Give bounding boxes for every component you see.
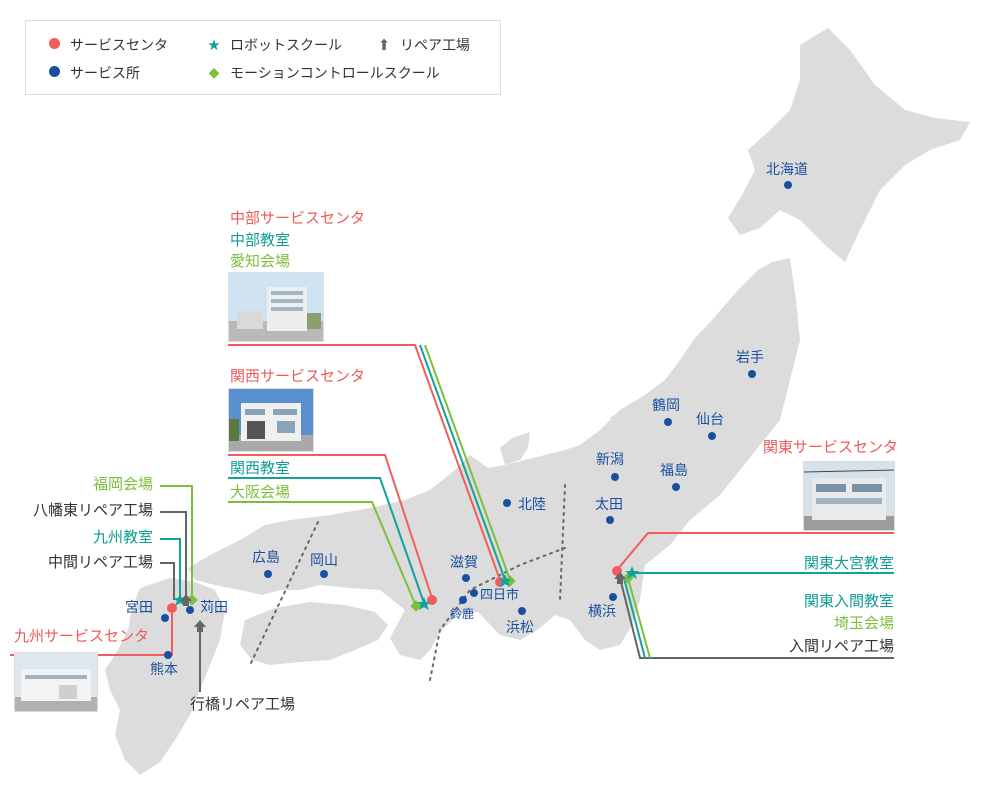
diamond-icon: ◆: [208, 65, 220, 81]
city-hamamatsu: 浜松: [506, 620, 534, 636]
city-iwate: 岩手: [736, 350, 764, 366]
callout-chubu-service-center: 中部サービスセンタ: [230, 209, 366, 227]
kansai-service-center-photo: [228, 388, 314, 452]
callout-kanto-service-center: 関東サービスセンタ: [762, 438, 898, 456]
legend-motion-control: ◆ モーションコントロールスクール: [204, 63, 440, 83]
kanto-service-center-photo: [803, 461, 895, 531]
chubu-service-center-photo: [228, 272, 324, 342]
callout-iruma-repair: 入間リペア工場: [788, 637, 894, 655]
legend-service-center: サービスセンタ: [44, 35, 168, 55]
city-sendai: 仙台: [696, 412, 724, 428]
callout-kyushu-class: 九州教室: [92, 528, 153, 546]
city-miyata: 宮田: [125, 600, 153, 616]
city-shiga: 滋賀: [450, 555, 478, 571]
callout-kansai-service-center: 関西サービスセンタ: [230, 367, 366, 385]
callout-yahata-repair: 八幡東リペア工場: [32, 501, 153, 519]
callout-kanto-iruma-class: 関東入間教室: [803, 592, 894, 610]
legend-motion-control-label: モーションコントロールスクール: [230, 66, 440, 82]
city-kumamoto: 熊本: [150, 662, 178, 678]
city-hiroshima: 広島: [252, 550, 280, 566]
callout-aichi-venue: 愛知会場: [230, 252, 291, 270]
legend-service-office: サービス所: [44, 63, 140, 83]
callout-fukuoka-venue: 福岡会場: [92, 475, 153, 493]
legend-repair-factory-label: リペア工場: [400, 38, 470, 54]
blue-dot-icon: [48, 66, 60, 77]
hokkaido-landmass: [728, 28, 970, 262]
city-fukushima: 福島: [660, 463, 688, 479]
kyushu-landmass: [105, 578, 225, 775]
legend-repair-factory: ⬆ リペア工場: [374, 35, 470, 55]
kyushu-service-center-photo: [14, 652, 98, 712]
legend-service-office-label: サービス所: [70, 66, 140, 82]
city-hokuriku: 北陸: [518, 497, 546, 513]
callout-yukuhashi-repair: 行橋リペア工場: [190, 695, 296, 713]
city-kanda: 苅田: [200, 600, 228, 616]
city-yokkaichi: 四日市: [480, 588, 520, 603]
city-suzuka: 鈴鹿: [450, 607, 475, 621]
callout-osaka-venue: 大阪会場: [230, 483, 291, 501]
city-niigata: 新潟: [596, 452, 624, 468]
callout-kansai-class: 関西教室: [230, 459, 291, 477]
callout-nakama-repair: 中間リペア工場: [47, 553, 153, 571]
honshu-landmass: [188, 258, 800, 660]
city-tsuruoka: 鶴岡: [652, 398, 680, 414]
shikoku-landmass: [240, 602, 388, 665]
red-dot-icon: [48, 38, 60, 49]
city-hokkaido: 北海道: [766, 162, 808, 178]
callout-kanto-omiya-class: 関東大宮教室: [803, 554, 894, 572]
legend-service-center-label: サービスセンタ: [70, 38, 168, 54]
city-yokohama: 横浜: [588, 604, 616, 620]
callout-saitama-venue: 埼玉会場: [833, 614, 894, 632]
callout-chubu-class: 中部教室: [230, 231, 291, 249]
city-ota: 太田: [595, 497, 623, 513]
callout-kyushu-service-center: 九州サービスセンタ: [14, 627, 150, 645]
legend-robot-school: ★ ロボットスクール: [204, 35, 342, 55]
legend-robot-school-label: ロボットスクール: [230, 38, 342, 54]
city-okayama: 岡山: [310, 553, 338, 569]
map-legend: サービスセンタ ★ ロボットスクール ⬆ リペア工場 サービス所 ◆ モーション…: [25, 20, 501, 95]
up-arrow-icon: ⬆: [377, 36, 391, 54]
star-icon: ★: [207, 36, 221, 54]
